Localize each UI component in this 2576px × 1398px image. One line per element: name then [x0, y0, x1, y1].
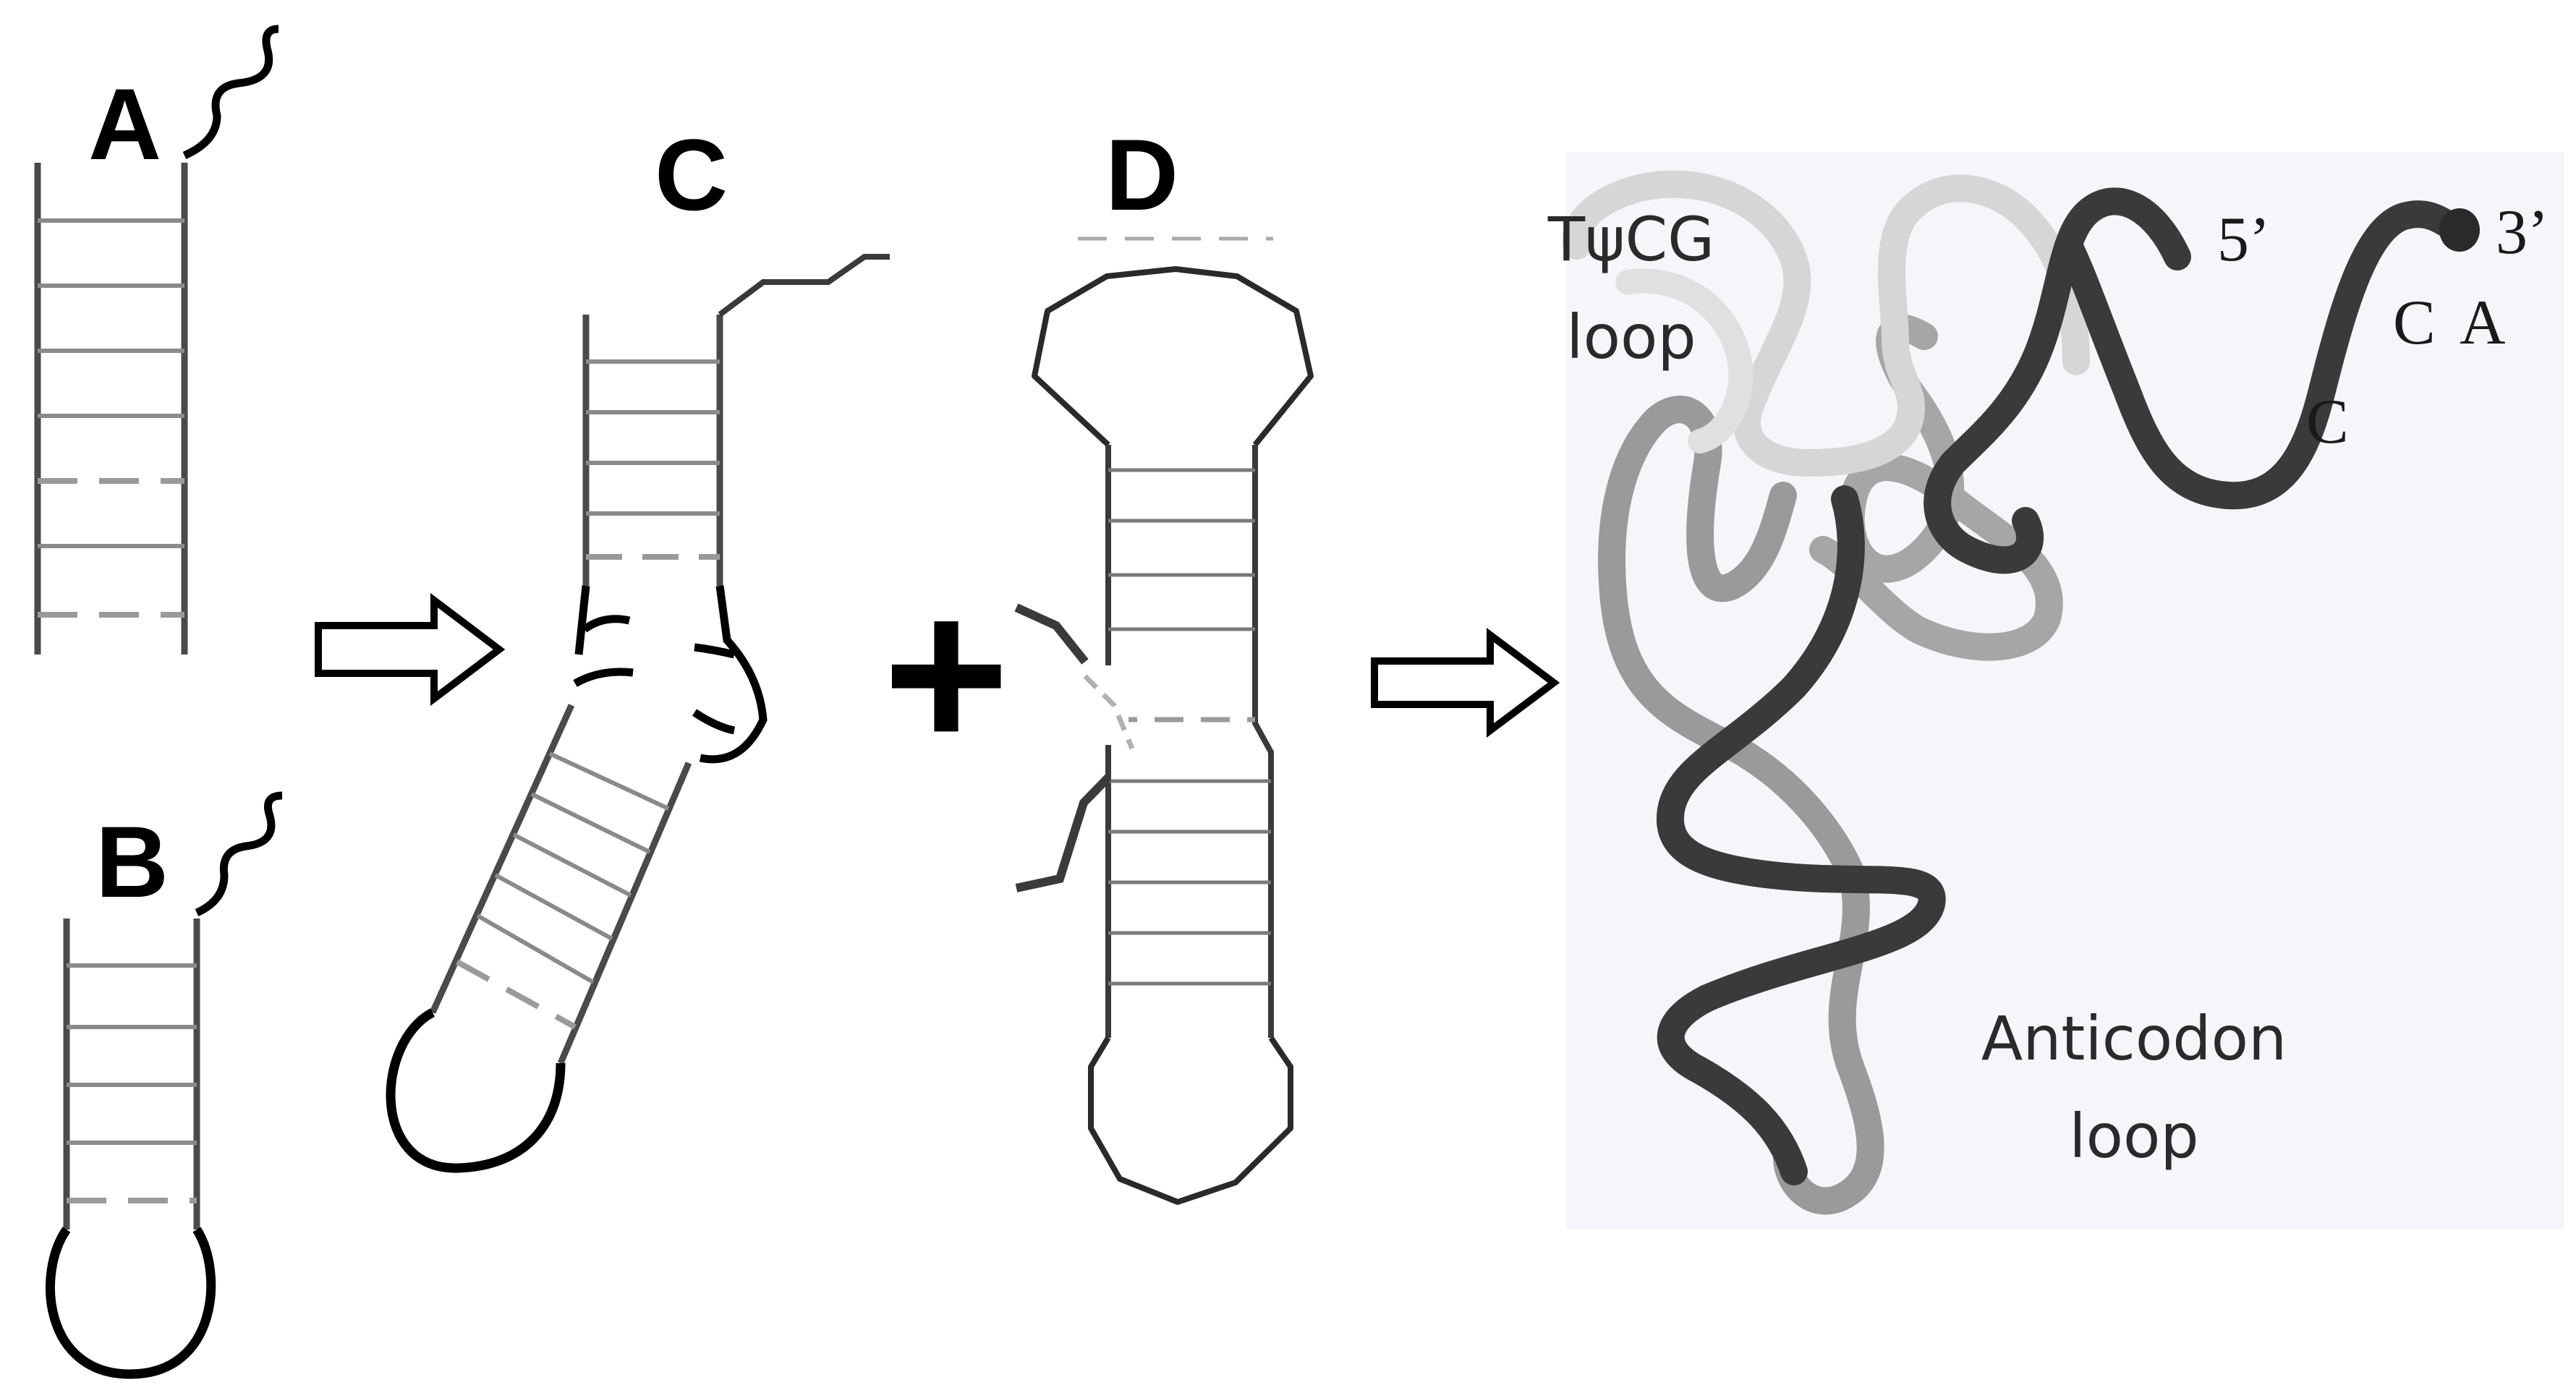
light-strand-tpsic-arm — [1563, 170, 2090, 477]
panel-c-upper-base-pairs — [586, 359, 720, 516]
panel-b-hairpin: B — [46, 791, 283, 1379]
panel-b-label: B — [95, 805, 169, 918]
dark-strand-anticodon-arm — [1656, 485, 1946, 1185]
panel-a-hairpin: A — [34, 25, 279, 655]
panel-d-bottom-loop — [1088, 1036, 1293, 1205]
panel-a-base-pairs — [38, 218, 184, 548]
panel-d-notch — [1085, 665, 1128, 745]
panel-c-loop — [386, 1008, 566, 1173]
cca-c1-label: C — [2393, 288, 2436, 358]
panel-d-lower-side-strand — [1015, 774, 1112, 892]
panel-d-upper-side-strand — [1014, 603, 1089, 665]
panel-c-molecule: C — [386, 118, 890, 1173]
panel-c-tail — [718, 254, 890, 317]
three-prime-terminus — [2439, 208, 2480, 252]
panel-d-dumbbell: D — [1014, 118, 1314, 1205]
panel-b-base-pairs — [67, 963, 197, 1145]
panel-c-label: C — [655, 118, 728, 231]
panel-d-label: D — [1105, 118, 1178, 231]
five-prime-label: 5’ — [2217, 205, 2270, 275]
tpsicg-loop-label-line2: loop — [1566, 302, 1696, 372]
light-strand-tpsic-loop — [1615, 268, 1754, 453]
medium-strand-anticodon-arm — [1598, 396, 1884, 1215]
anticodon-loop-label-line2: loop — [2069, 1101, 2198, 1172]
panel-a-mismatch-pairs — [38, 478, 184, 618]
dark-strand-acceptor-5prime — [1924, 187, 2191, 574]
panel-a-label: A — [88, 67, 161, 181]
cca-a-label: A — [2460, 288, 2506, 358]
trna-tertiary-structure: TψCG loop 5’ 3’ C C A Anticodon loop — [1547, 152, 2564, 1229]
dark-strand-acceptor-3prime — [2055, 200, 2470, 510]
panel-d-gap-dashes — [1083, 674, 1135, 750]
cca-c2-label: C — [2306, 387, 2349, 457]
tpsicg-loop-label-line1: TψCG — [1547, 204, 1714, 275]
panel-d-top-loop — [1032, 266, 1314, 447]
panel-c-lower-left-strand — [429, 704, 575, 1014]
panel-c-junction — [573, 585, 768, 764]
panel-d-right-strand — [1252, 445, 1274, 1038]
panel-c-lower-base-pairs — [476, 751, 670, 984]
panel-a-overhang — [182, 25, 279, 160]
right-arrow-icon-2 — [1371, 628, 1560, 738]
panel-b-overhang — [195, 791, 283, 917]
three-prime-label: 3’ — [2496, 197, 2549, 268]
panel-c-lower-right-strand — [557, 762, 692, 1065]
panel-b-loop — [46, 1227, 216, 1379]
medium-strand-d-arm — [1809, 314, 2063, 661]
panel-c-lower-mismatch — [456, 959, 577, 1030]
panel-d-base-pairs — [1108, 468, 1271, 986]
anticodon-loop-label-line1: Anticodon — [1981, 1003, 2287, 1074]
plus-sign: + — [883, 552, 1009, 795]
right-arrow-icon — [315, 592, 506, 707]
